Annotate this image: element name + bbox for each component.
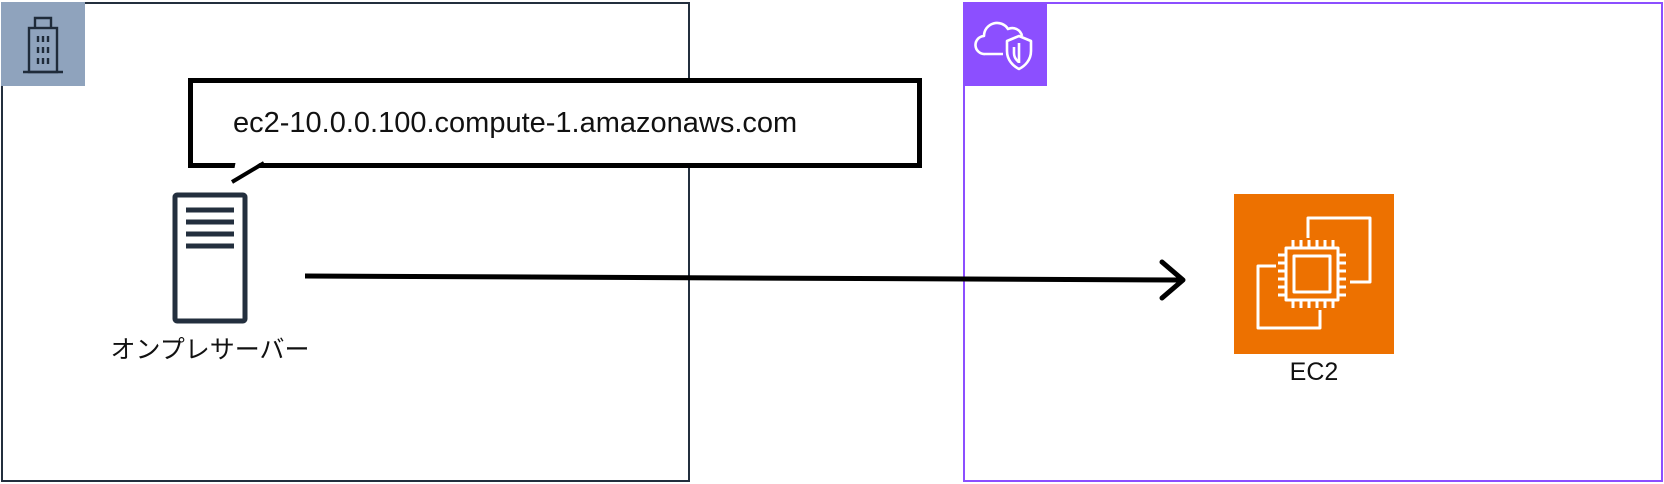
ec2-label: EC2 <box>1289 358 1339 386</box>
onprem-server-label: オンプレサーバー <box>110 336 310 364</box>
vpc-group <box>963 2 1663 482</box>
cloud-shield-badge <box>963 2 1047 86</box>
cloud-shield-icon <box>974 21 1033 71</box>
corporate-data-center-badge <box>1 2 85 86</box>
corporate-data-center-icon <box>23 16 63 74</box>
ec2-instances-icon <box>1256 216 1372 330</box>
server-icon <box>172 192 248 324</box>
onprem-group <box>1 2 690 482</box>
ec2-tile <box>1234 194 1394 354</box>
connection-arrow <box>304 259 1186 301</box>
callout-tail <box>230 160 266 184</box>
dns-name-callout: ec2-10.0.0.100.compute-1.amazonaws.com <box>188 78 922 168</box>
dns-name-text: ec2-10.0.0.100.compute-1.amazonaws.com <box>233 106 798 139</box>
